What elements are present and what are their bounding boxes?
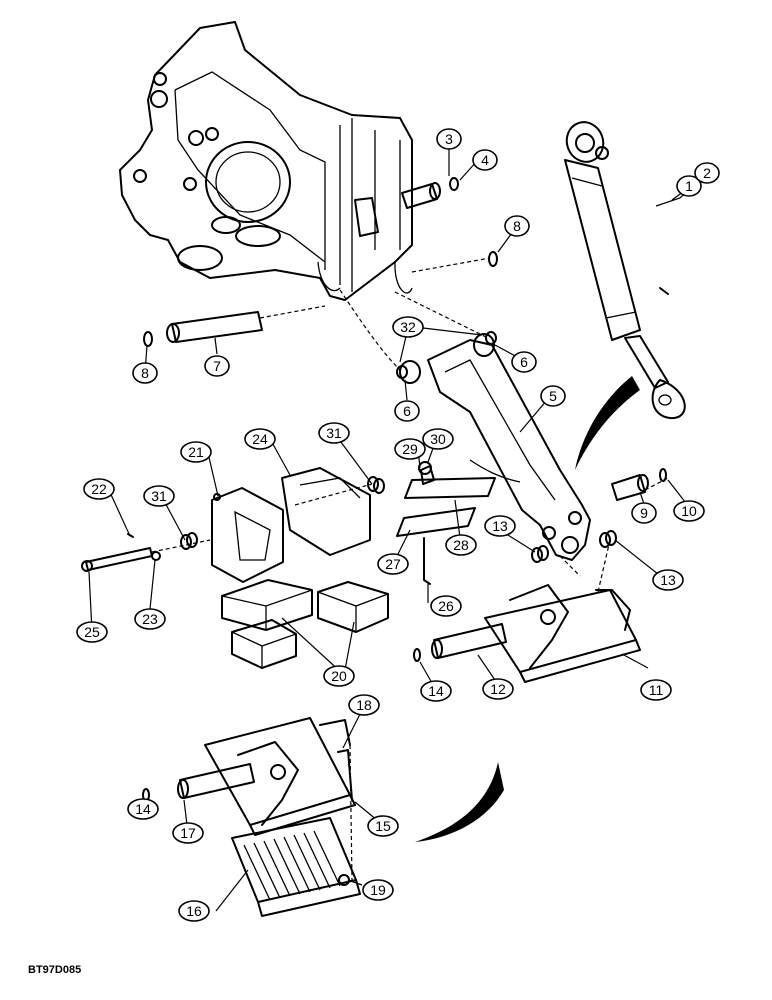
svg-text:27: 27 [385, 556, 401, 572]
svg-text:16: 16 [186, 903, 202, 919]
callout-19: 19 [362, 879, 394, 901]
svg-text:31: 31 [326, 425, 342, 441]
svg-text:3: 3 [445, 131, 453, 147]
svg-text:17: 17 [180, 825, 196, 841]
callout-16: 16 [178, 900, 210, 922]
callout-9: 9 [631, 502, 657, 524]
callout-10: 10 [673, 500, 705, 522]
callout-31-left: 31 [143, 485, 175, 507]
callout-21: 21 [180, 441, 212, 463]
callout-14-upper: 14 [420, 680, 452, 702]
svg-text:13: 13 [660, 572, 676, 588]
pad-assembly-24 [81, 467, 385, 583]
callout-15: 15 [367, 815, 399, 837]
svg-text:12: 12 [490, 681, 506, 697]
svg-text:19: 19 [370, 882, 386, 898]
callouts: 1 2 3 4 5 6 6 7 8 8 9 10 11 12 13 13 14 … [76, 128, 720, 922]
svg-text:20: 20 [331, 668, 347, 684]
callout-24: 24 [244, 428, 276, 450]
pin-3 [401, 177, 459, 209]
svg-text:8: 8 [513, 218, 521, 234]
lift-cylinder [564, 121, 686, 420]
svg-text:6: 6 [403, 403, 411, 419]
callout-4: 4 [472, 149, 498, 171]
svg-text:6: 6 [520, 354, 528, 370]
bracket-assembly-11 [413, 584, 641, 683]
svg-text:8: 8 [141, 365, 149, 381]
svg-text:1: 1 [685, 178, 693, 194]
svg-text:30: 30 [430, 431, 446, 447]
callout-18: 18 [348, 694, 380, 716]
svg-text:21: 21 [188, 444, 204, 460]
svg-text:15: 15 [375, 818, 391, 834]
plate-assembly-27 [396, 461, 496, 585]
callout-20: 20 [323, 665, 355, 687]
wear-pad-16 [231, 817, 361, 917]
callout-8-right: 8 [504, 215, 530, 237]
svg-text:4: 4 [481, 152, 489, 168]
lift-arm [396, 331, 591, 561]
svg-text:22: 22 [91, 481, 107, 497]
callout-22: 22 [83, 478, 115, 500]
pin-7 [143, 251, 498, 347]
callout-13-left: 13 [484, 515, 516, 537]
lower-assembly-15 [142, 717, 356, 836]
callout-31-right: 31 [318, 422, 350, 444]
svg-text:14: 14 [135, 801, 151, 817]
callout-6-lower: 6 [394, 400, 420, 422]
callout-17: 17 [172, 822, 204, 844]
svg-text:2: 2 [703, 165, 711, 181]
figure-id: BT97D085 [28, 964, 82, 976]
svg-text:7: 7 [213, 358, 221, 374]
callout-30: 30 [422, 428, 454, 450]
callout-32: 32 [392, 316, 424, 338]
svg-text:11: 11 [649, 682, 664, 698]
svg-text:5: 5 [549, 388, 557, 404]
callout-14-lower: 14 [127, 798, 159, 820]
svg-text:28: 28 [453, 537, 469, 553]
swing-tower-frame [119, 21, 413, 301]
svg-text:32: 32 [400, 319, 416, 335]
callout-25: 25 [76, 621, 108, 643]
callout-2: 2 [694, 162, 720, 184]
callout-29: 29 [394, 438, 426, 460]
callout-27: 27 [377, 553, 409, 575]
svg-text:25: 25 [84, 624, 100, 640]
direction-arrows [415, 376, 640, 842]
callout-8-left: 8 [132, 362, 158, 384]
callout-6-upper: 6 [511, 351, 537, 373]
callout-1: 1 [676, 175, 702, 197]
svg-text:13: 13 [492, 518, 508, 534]
arc-arrow-upper [575, 376, 640, 470]
svg-text:23: 23 [142, 611, 158, 627]
callout-11: 11 [640, 679, 672, 701]
svg-text:31: 31 [151, 488, 167, 504]
assembly-lines [151, 257, 669, 881]
callout-26: 26 [430, 595, 462, 617]
callout-5: 5 [540, 385, 566, 407]
pin-9 [611, 468, 667, 501]
washers-13 [531, 530, 617, 563]
rubber-blocks-20 [221, 579, 389, 669]
callout-23: 23 [134, 608, 166, 630]
callout-7: 7 [204, 355, 230, 377]
callout-12: 12 [482, 678, 514, 700]
arc-arrow-lower [415, 762, 504, 842]
svg-text:10: 10 [681, 503, 697, 519]
svg-text:29: 29 [402, 441, 418, 457]
svg-text:9: 9 [640, 505, 648, 521]
leader-lines [88, 149, 708, 912]
svg-text:18: 18 [356, 697, 372, 713]
callout-28: 28 [445, 534, 477, 556]
svg-text:14: 14 [428, 683, 444, 699]
svg-text:26: 26 [438, 598, 454, 614]
callout-13-right: 13 [652, 569, 684, 591]
callout-3: 3 [436, 128, 462, 150]
svg-text:24: 24 [252, 431, 268, 447]
